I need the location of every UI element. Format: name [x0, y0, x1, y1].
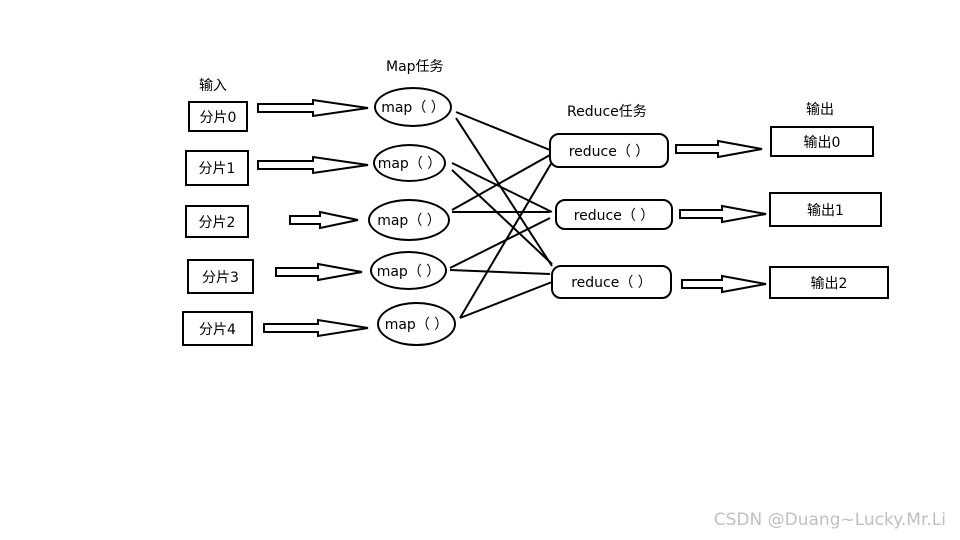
edge-map4-reduce2 [459, 281, 553, 319]
map-header: Map任务 [386, 59, 444, 75]
map-task-node: map（ ） [377, 302, 456, 346]
reduce-task-node: reduce（ ） [551, 265, 672, 299]
map-task-node: map（ ） [374, 87, 452, 127]
arrow-split1-map [257, 155, 369, 175]
edge-map0-reduce0 [455, 111, 551, 151]
arrow-split0-map [257, 98, 369, 118]
split-box: 分片2 [185, 205, 249, 238]
edge-map0-reduce2 [455, 117, 553, 267]
arrow-reduce2-output [681, 274, 767, 294]
edge-map1-reduce2 [451, 169, 553, 265]
edge-map4-reduce0 [459, 161, 553, 319]
arrow-split4-map [263, 318, 369, 338]
shuffle-lines [449, 111, 553, 319]
reduce-header: Reduce任务 [567, 104, 647, 120]
reduce-task-node: reduce（ ） [555, 199, 673, 230]
output-box: 输出1 [769, 192, 882, 227]
arrow-split2-map [289, 210, 359, 230]
edge-map2-reduce0 [451, 154, 551, 211]
split-box: 分片3 [187, 259, 254, 294]
map-task-node: map（ ） [370, 251, 447, 290]
output-box: 输出2 [769, 266, 889, 299]
output-box: 输出0 [770, 126, 874, 157]
input-header: 输入 [199, 78, 227, 94]
map-task-node: map（ ） [368, 199, 450, 241]
arrow-reduce0-output [675, 139, 763, 159]
watermark: CSDN @Duang~Lucky.Mr.Li [713, 510, 946, 530]
arrow-reduce1-output [679, 204, 767, 224]
split-box: 分片0 [188, 101, 248, 132]
map-task-node: map（ ） [373, 144, 446, 182]
split-box: 分片1 [185, 150, 249, 186]
reduce-task-node: reduce（ ） [549, 133, 669, 168]
output-header: 输出 [806, 102, 834, 118]
arrow-split3-map [275, 262, 363, 282]
edge-map1-reduce1 [451, 162, 553, 213]
edge-map3-reduce2 [449, 269, 551, 275]
edge-map3-reduce1 [449, 217, 551, 269]
split-box: 分片4 [182, 311, 253, 346]
